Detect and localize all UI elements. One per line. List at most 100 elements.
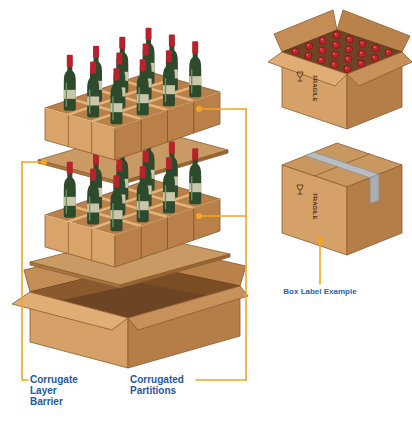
bottle-highlight <box>66 190 67 214</box>
box-flap <box>268 52 347 86</box>
bottle-body <box>64 188 76 218</box>
bottle-shoulder <box>110 191 122 202</box>
bottle-capsule <box>116 53 122 65</box>
bottle-top-highlight <box>345 67 347 69</box>
bottle-top <box>306 42 313 49</box>
partition-divider <box>167 110 168 142</box>
bottle-highlight <box>112 203 113 227</box>
bottle-highlight <box>66 83 67 107</box>
bottle-top <box>333 31 340 38</box>
bottle-body <box>87 195 99 225</box>
bottle-shoulder <box>189 164 201 175</box>
fragile-glass-icon <box>297 185 303 190</box>
bottle-shoulder <box>137 75 149 86</box>
bottle-shoulder <box>140 60 152 71</box>
wine-bottle <box>110 175 122 231</box>
bottle-shoulder <box>113 69 125 80</box>
bottle-highlight <box>112 96 113 120</box>
bottle-body <box>163 183 175 213</box>
bottle-top <box>318 57 325 64</box>
bottle-highlight <box>165 185 166 209</box>
bottle-top-highlight <box>347 47 349 49</box>
leader-line <box>21 162 23 380</box>
bottle-highlight <box>139 194 140 218</box>
bottle-top-highlight <box>320 48 322 50</box>
bottle-shoulder <box>143 151 155 162</box>
bottle-capsule <box>143 151 149 163</box>
wine-bottle <box>87 62 99 118</box>
fragile-glass-icon <box>300 78 301 82</box>
bottle-top <box>332 51 339 58</box>
bottle-top-highlight <box>360 52 362 54</box>
bottle-highlight <box>139 87 140 111</box>
bottle-body <box>64 81 76 111</box>
bottle-shoulder <box>166 158 178 169</box>
bottle-capsule <box>166 50 172 62</box>
partition-edge-highlight <box>115 92 220 128</box>
partition-divider <box>91 121 92 153</box>
bottle-capsule <box>90 169 96 181</box>
bottle-shoulder <box>113 176 125 187</box>
bottle-top <box>385 49 392 56</box>
partition-divider <box>68 222 69 254</box>
wine-bottle <box>64 55 76 111</box>
partition-edge-highlight <box>115 199 220 235</box>
bottle-capsule <box>116 160 122 172</box>
bottle-capsule <box>143 44 149 56</box>
wine-bottle <box>163 50 175 106</box>
bottle-shoulder <box>116 160 128 171</box>
bottle-shoulder <box>116 53 128 64</box>
fragile-glass-icon <box>298 194 302 195</box>
partition-divider <box>141 119 142 151</box>
bottle-top-highlight <box>307 44 309 46</box>
bottle-shoulder <box>90 169 102 180</box>
fragile-glass-icon <box>300 191 301 195</box>
bottle-shoulder <box>163 66 175 77</box>
bottle-shoulder <box>166 51 178 62</box>
wine-bottle <box>137 166 149 222</box>
bottle-body <box>137 192 149 222</box>
bottle-top <box>359 40 366 47</box>
partition-divider <box>141 226 142 258</box>
bottle-top <box>346 36 353 43</box>
packing-tape <box>370 174 379 204</box>
box-marking: FRAGILE <box>312 189 319 223</box>
partition-edge-highlight <box>45 215 115 235</box>
layer-barrier-edge <box>30 262 120 288</box>
bottle-shoulder <box>189 57 201 68</box>
fragile-glass-icon <box>297 72 303 77</box>
bottle-body <box>110 201 122 231</box>
leader-dot <box>317 237 323 243</box>
bottle-body <box>189 174 201 204</box>
bottle-capsule <box>146 28 152 40</box>
part-label: Box Label Example <box>270 288 370 297</box>
bottle-top-highlight <box>334 43 336 45</box>
wine-bottle <box>189 41 201 97</box>
bottle-top-highlight <box>387 51 389 53</box>
bottle-top-highlight <box>335 33 337 35</box>
bottle-capsule <box>169 142 175 154</box>
leader-line <box>245 109 247 380</box>
bottle-shoulder <box>110 84 122 95</box>
box-flap <box>128 286 248 330</box>
partition-divider <box>91 228 92 260</box>
bottle-capsule <box>93 46 99 58</box>
bottle-capsule <box>192 41 198 53</box>
bottle-top <box>371 54 378 61</box>
bottle-top <box>345 46 352 53</box>
bottle-highlight <box>165 78 166 102</box>
partition-divider <box>193 208 194 240</box>
bottle-top <box>319 47 326 54</box>
bottle-top <box>345 56 352 63</box>
box-flap <box>12 292 128 330</box>
box-flap <box>347 52 412 86</box>
bottle-capsule <box>90 62 96 74</box>
bottle-top <box>319 37 326 44</box>
partition-side-face <box>115 92 220 160</box>
partition-divider <box>167 217 168 249</box>
bottle-highlight <box>89 197 90 221</box>
bottle-shoulder <box>90 62 102 73</box>
partition-divider <box>193 101 194 133</box>
bottle-top-highlight <box>321 38 323 40</box>
bottle-top-highlight <box>319 58 321 60</box>
